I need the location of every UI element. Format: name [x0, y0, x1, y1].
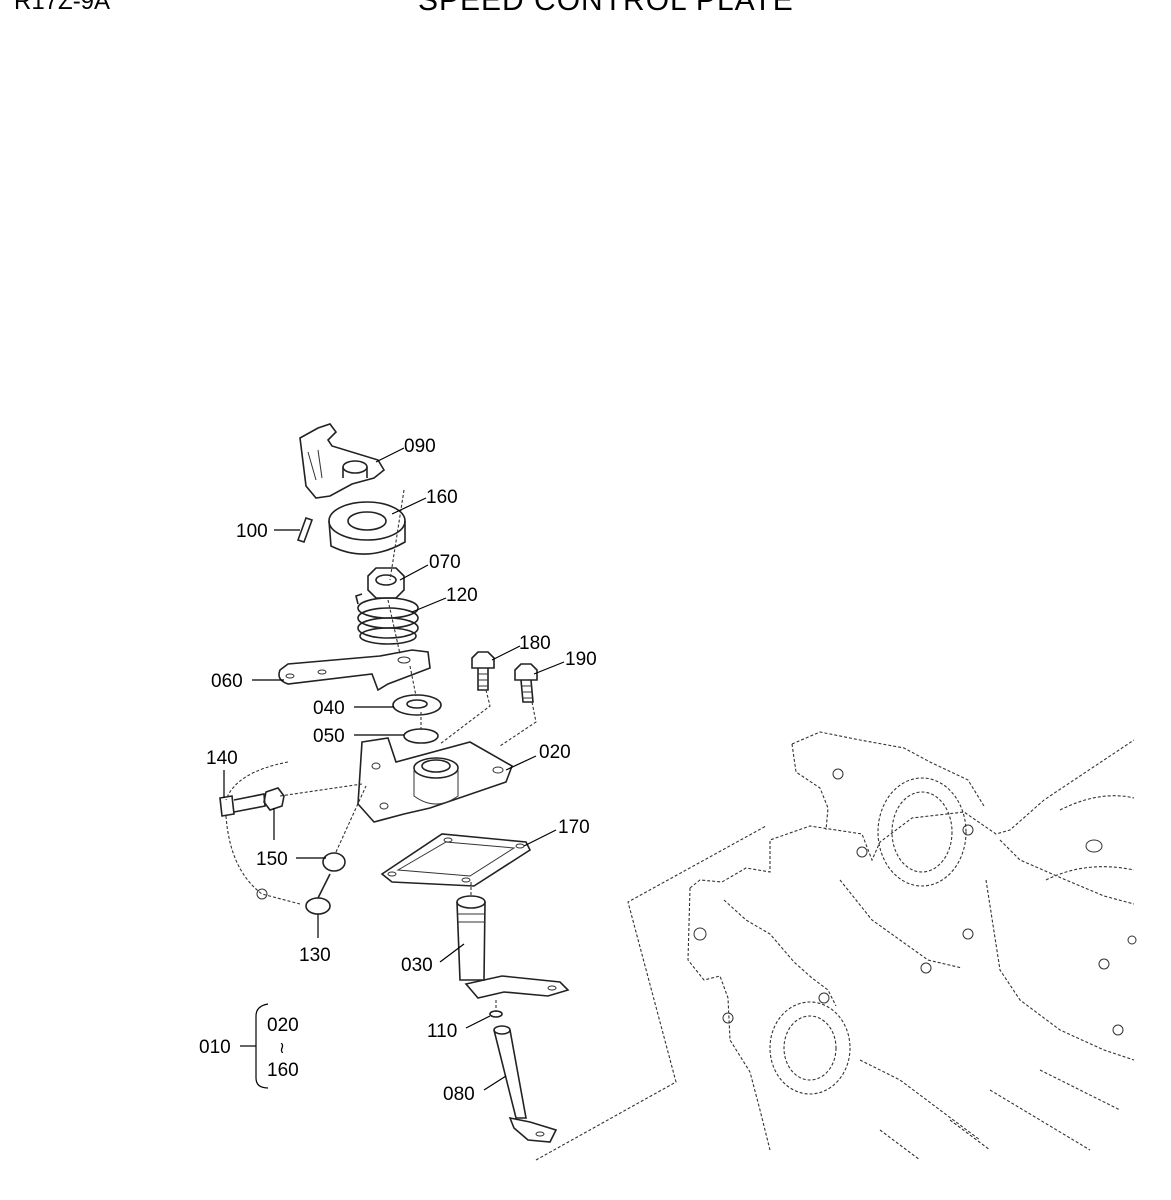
- leader-lines: [223, 447, 565, 1091]
- callout-030: 030: [401, 955, 433, 976]
- bolt-part-190: [514, 663, 538, 703]
- control-plate-part: [357, 737, 513, 823]
- callout-090: 090: [404, 436, 436, 457]
- callout-120: 120: [446, 585, 478, 606]
- model-code: R17Z-9A: [14, 0, 111, 15]
- callout-180: 180: [519, 633, 551, 654]
- engine-block-illustration: [687, 731, 1137, 1161]
- callout-130: 130: [299, 945, 331, 966]
- spring-part: [355, 593, 419, 645]
- callout-100: 100: [236, 521, 268, 542]
- lever-bracket-part: [299, 423, 386, 499]
- assembly-range-start: 020: [267, 1015, 299, 1036]
- lever-plate-part: [278, 649, 431, 692]
- callout-050: 050: [313, 726, 345, 747]
- assembly-range-end: 160: [267, 1060, 299, 1081]
- collar-part: [328, 501, 406, 555]
- callout-190: 190: [565, 649, 597, 670]
- gasket-part: [380, 833, 532, 887]
- bolt-part-180: [471, 651, 495, 691]
- nut-part: [367, 567, 405, 599]
- parts-illustration: [219, 423, 767, 1161]
- callout-020: 020: [539, 742, 571, 763]
- shaft-part: [456, 895, 570, 999]
- callout-140: 140: [206, 748, 238, 769]
- callout-070: 070: [429, 552, 461, 573]
- nut-part-150: [263, 787, 285, 811]
- callout-150: 150: [256, 849, 288, 870]
- lower-shaft-part: [493, 1025, 558, 1143]
- pin-part: [296, 516, 314, 544]
- page-title: SPEED CONTROL PLATE: [418, 0, 794, 17]
- washer-part: [392, 694, 442, 716]
- o-ring-part: [403, 728, 439, 744]
- callout-160: 160: [426, 487, 458, 508]
- assembly-range-symbol: ≀: [279, 1040, 285, 1057]
- assembly-group-label: 010: [199, 1037, 231, 1058]
- callout-170: 170: [558, 817, 590, 838]
- callout-040: 040: [313, 698, 345, 719]
- callout-labels: 090 160 100 070 120 180 190 060 040 050 …: [199, 436, 597, 1105]
- callout-110: 110: [427, 1021, 457, 1042]
- bolt-part-140: [219, 793, 266, 817]
- callout-080: 080: [443, 1084, 475, 1105]
- callout-060: 060: [211, 671, 243, 692]
